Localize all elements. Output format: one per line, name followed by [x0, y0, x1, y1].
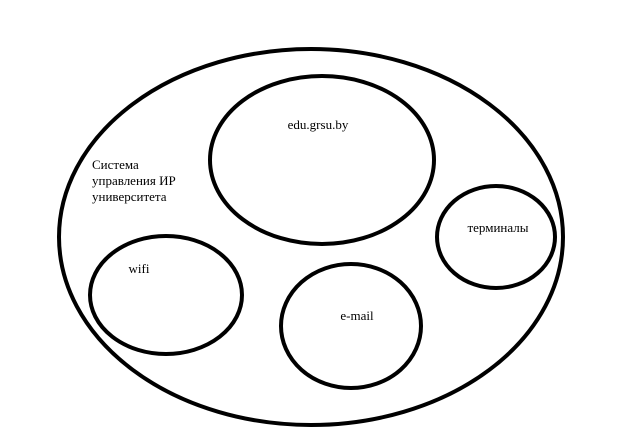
node-edu-ellipse [208, 74, 436, 246]
outer-system-ellipse [57, 47, 565, 427]
node-edu-label: edu.grsu.by [288, 117, 349, 132]
node-terminals-ellipse [435, 184, 557, 290]
node-wifi-label: wifi [129, 261, 150, 276]
node-email-label: e-mail [340, 308, 374, 323]
outer-label-line-1: Система [92, 157, 139, 172]
node-wifi-ellipse [88, 234, 244, 356]
outer-label-line-3: университета [92, 189, 167, 204]
node-terminals-label: терминалы [467, 220, 528, 235]
node-email-ellipse [279, 262, 423, 390]
outer-label-line-2: управления ИР [92, 173, 176, 188]
